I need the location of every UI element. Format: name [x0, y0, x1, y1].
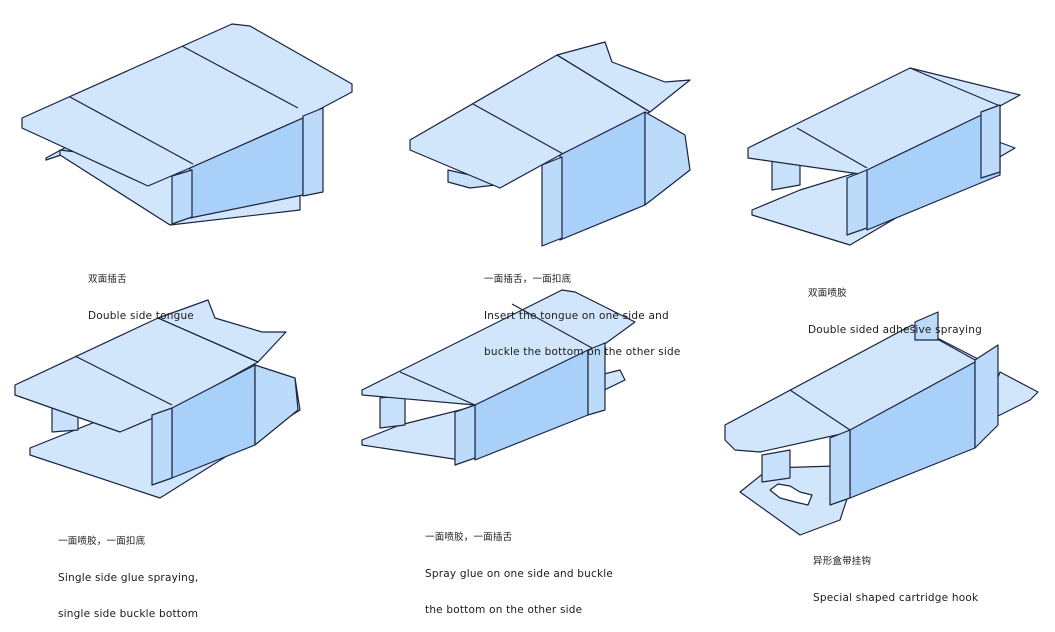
- side-flap-left: [846, 169, 868, 236]
- caption-zh: 异形盒带挂钩: [813, 556, 872, 567]
- box-double-adhesive: [747, 67, 1021, 246]
- box-double-side-tongue: [21, 23, 353, 226]
- caption-double-side-tongue: 双面插舌 Double side tongue: [88, 250, 194, 334]
- side-flap-left: [151, 407, 173, 486]
- side-flap-top: [914, 311, 939, 341]
- caption-glue-tongue: 一面喷胶，一面插舌 Spray glue on one side and buc…: [425, 508, 613, 628]
- side-flap-right: [587, 342, 606, 416]
- caption-zh: 一面喷胶，一面插舌: [425, 532, 513, 543]
- side-flap-right: [644, 111, 691, 206]
- caption-en-line-2: the bottom on the other side: [425, 604, 583, 616]
- box-tongue-buckle: [409, 41, 691, 247]
- top-panel: [21, 23, 353, 187]
- side-flap-left: [454, 404, 476, 466]
- caption-tongue-buckle: 一面插舌，一面扣底 Insert the tongue on one side …: [484, 250, 681, 370]
- caption-en-line-1: Single side glue spraying,: [58, 572, 199, 584]
- caption-glue-buckle: 一面喷胶，一面扣底 Single side glue spraying, sin…: [58, 512, 198, 632]
- caption-en-line-1: Special shaped cartridge hook: [813, 592, 979, 604]
- caption-en-line-1: Spray glue on one side and buckle: [425, 568, 614, 580]
- caption-zh: 双面喷胶: [808, 288, 847, 299]
- caption-en-line-1: Double side tongue: [88, 310, 194, 322]
- box-diagram-canvas: [14, 23, 1039, 536]
- box-glue-tongue: [361, 289, 636, 466]
- top-panel: [361, 289, 636, 406]
- side-flap-right: [254, 364, 299, 446]
- side-flap-left: [541, 156, 563, 247]
- side-flap-left: [829, 429, 851, 506]
- hook-hole: [769, 483, 813, 506]
- side-flap-right: [980, 104, 1001, 179]
- caption-en-line-1: Double sided adhesive spraying: [808, 324, 983, 336]
- caption-en-line-2: single side buckle bottom: [58, 608, 199, 620]
- caption-zh: 一面插舌，一面扣底: [484, 274, 572, 285]
- side-flap-right: [974, 344, 999, 449]
- inner-flap: [761, 449, 791, 483]
- caption-double-adhesive: 双面喷胶 Double sided adhesive spraying: [808, 264, 982, 348]
- box-hook: [724, 311, 1039, 536]
- caption-en-line-2: buckle the bottom on the other side: [484, 346, 681, 358]
- box-glue-buckle: [14, 299, 301, 499]
- inner-flap: [379, 394, 406, 429]
- caption-zh: 一面喷胶，一面扣底: [58, 536, 146, 547]
- side-flap-left: [171, 169, 193, 225]
- caption-en-line-1: Insert the tongue on one side and: [484, 310, 669, 322]
- caption-zh: 双面插舌: [88, 274, 127, 285]
- caption-hook: 异形盒带挂钩 Special shaped cartridge hook: [813, 532, 978, 616]
- side-flap-right: [302, 107, 324, 197]
